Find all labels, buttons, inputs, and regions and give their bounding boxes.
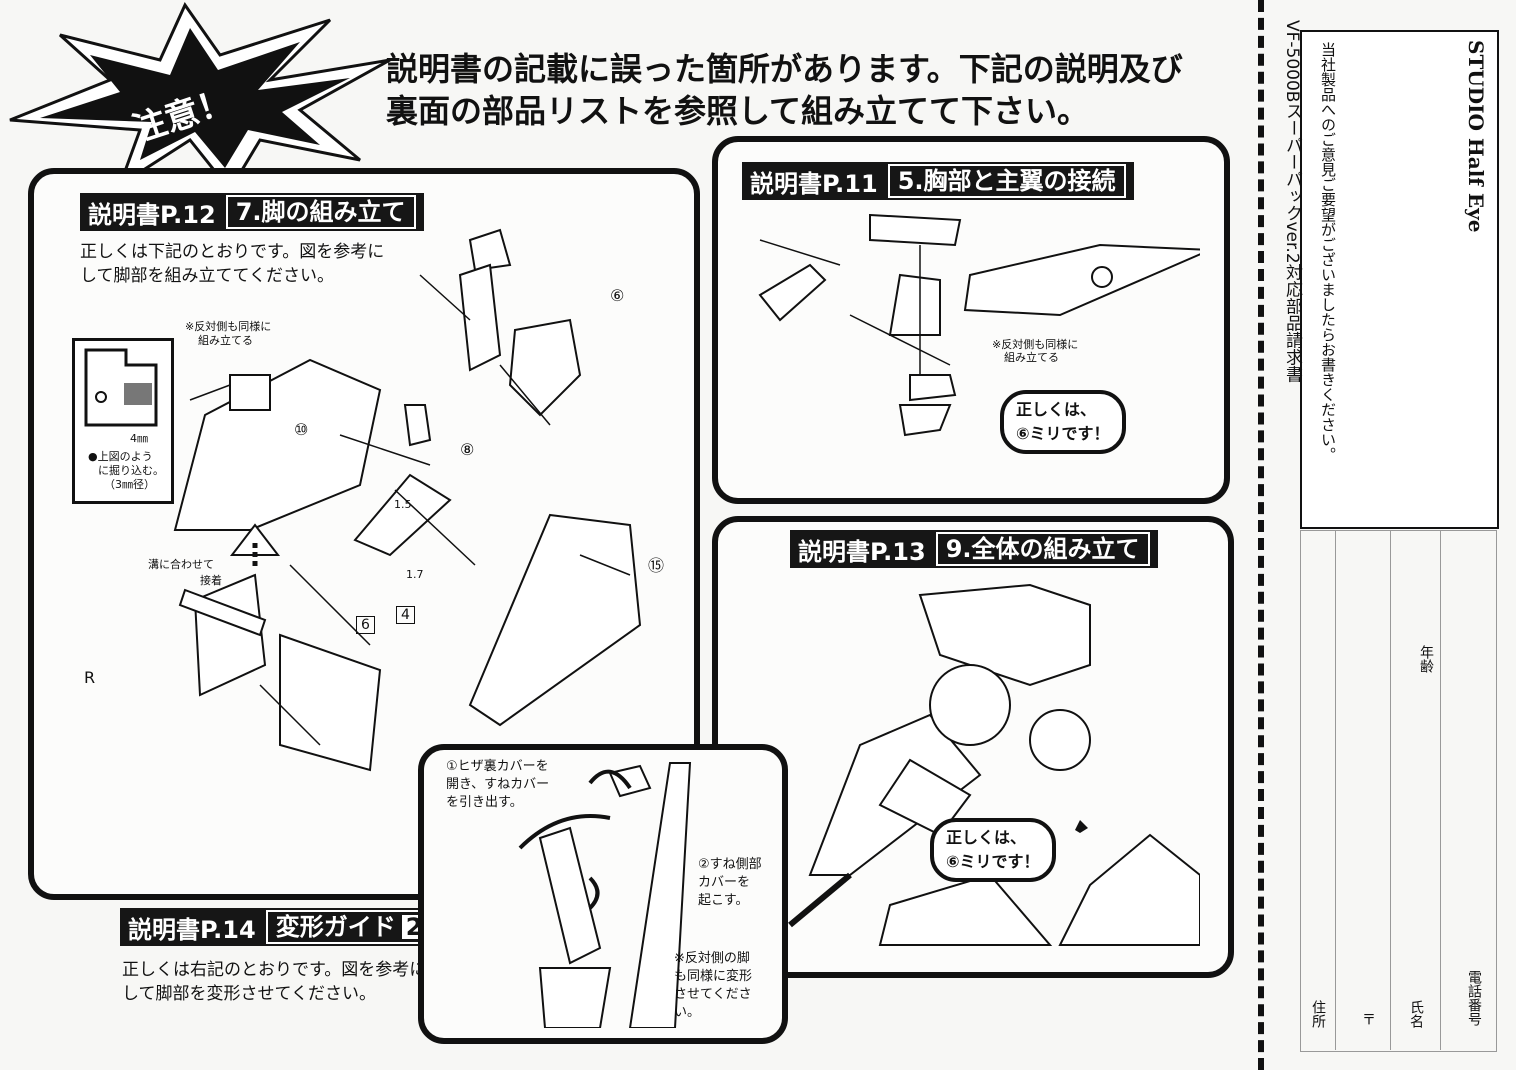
note-line-b: も同様に変形: [674, 969, 753, 984]
p12-desc-1: 正しくは下記のとおりです。図を参考に: [80, 242, 385, 262]
note-line-c: させてくださ: [674, 987, 752, 1002]
form-brand: STUDIO Half Eye: [1464, 40, 1488, 233]
p11-note-1: ※反対側も同様に: [992, 338, 1079, 351]
panel-p11-header: 説明書P.11 5.胸部と主翼の接続: [742, 162, 1134, 200]
note-line-d: い。: [674, 1005, 701, 1020]
step2-line-b: カバーを: [698, 875, 751, 890]
divider: [1390, 530, 1391, 1050]
part-label: 4: [396, 606, 415, 624]
step-title: 9.全体の組み立て: [935, 532, 1150, 566]
part-label: 6: [356, 616, 375, 634]
p13-correction-callout: 正しくは、 ⑥ミリです！: [930, 818, 1056, 882]
note-line-a: ※反対側の脚: [674, 951, 750, 966]
form-label-phone: 電話番号: [1466, 970, 1482, 1026]
divider: [1335, 530, 1336, 1050]
form-title: VF-5000Bスーパーパックver.2対応部品請求書: [1282, 20, 1302, 383]
p12-note-2: 組み立てる: [198, 334, 253, 347]
panel-p13-header: 説明書P.13 9.全体の組み立て: [790, 530, 1158, 568]
step2-line-a: ②すね側部: [698, 857, 762, 872]
part-label: ⑩: [294, 420, 309, 439]
callout-line-1: 正しくは、: [1016, 400, 1097, 419]
page-ref: 説明書P.12: [88, 200, 216, 229]
parts-request-form: STUDIO Half Eye VF-5000Bスーパーパックver.2対応部品…: [1240, 0, 1516, 1070]
inset-note-1: ●上図のよう: [88, 450, 153, 463]
form-label-address: 住所: [1310, 1000, 1326, 1028]
step1-line-a: ①ヒザ裏カバーを: [446, 759, 549, 774]
part-label: ⑮: [648, 556, 665, 575]
p11-correction-callout: 正しくは、 ⑥ミリです！: [1000, 390, 1126, 454]
step1-line-c: を引き出す。: [446, 795, 523, 810]
side-label-r: R: [84, 668, 96, 687]
panel-p12-header: 説明書P.12 7.脚の組み立て: [80, 193, 424, 231]
p12-note-1: ※反対側も同様に: [185, 320, 272, 333]
notice-line-1: 説明書の記載に誤った箇所があります。下記の説明及び: [386, 50, 1183, 88]
form-prompt: 当社製品へのご意見ご要望がございましたらお書きください。: [1319, 42, 1337, 462]
part-label: 1.5: [394, 498, 412, 511]
notice-burst: [9, 1, 391, 193]
inset-note-2: に掘り込む。: [98, 464, 164, 477]
callout-line-2: ⑥ミリです！: [1016, 424, 1110, 443]
step-title: 7.脚の組み立て: [225, 195, 416, 229]
comment-box: [1300, 530, 1497, 1052]
callout-line-2: ⑥ミリです！: [946, 852, 1040, 871]
step-title-text: 変形ガイド: [275, 913, 396, 941]
page-ref: 説明書P.11: [750, 169, 878, 198]
page-ref: 説明書P.13: [798, 537, 926, 566]
form-label-age: 年齢: [1418, 645, 1434, 673]
chest-wing-diagram: [758, 213, 1200, 437]
step1-line-b: 開き、すねカバー: [446, 777, 550, 792]
groove-note-1: 溝に合わせて: [148, 558, 214, 571]
inset-part-drawing: [84, 348, 158, 427]
step-title: 5.胸部と主翼の接続: [887, 164, 1126, 198]
full-assembly-diagram: [788, 583, 1200, 946]
cut-line: [1258, 0, 1264, 1070]
p12-desc-2: して脚部を組み立ててください。: [80, 266, 334, 286]
step2-line-c: 起こす。: [698, 893, 749, 908]
part-label: 1.7: [406, 568, 424, 581]
inset-dim: 4㎜: [130, 432, 148, 445]
form-label-postal: 〒: [1360, 1012, 1376, 1026]
groove-note-2: 接着: [200, 574, 222, 587]
page-ref: 説明書P.14: [128, 915, 256, 944]
p14-desc-2: して脚部を変形させてください。: [122, 984, 376, 1004]
p14-desc-1: 正しくは右記のとおりです。図を参考に: [122, 960, 427, 980]
p11-note-2: 組み立てる: [1004, 351, 1059, 364]
form-header-box: [1300, 30, 1499, 529]
form-label-name: 氏名: [1408, 1000, 1424, 1028]
inset-note-3: （3㎜径）: [104, 478, 155, 491]
transform-leg-drawing: [518, 762, 692, 1028]
divider: [1440, 530, 1441, 1050]
leg-assembly-diagram: [173, 228, 642, 772]
part-label: ⑧: [460, 440, 475, 459]
callout-line-1: 正しくは、: [946, 828, 1027, 847]
part-label: ⑥: [610, 286, 625, 305]
notice-line-2: 裏面の部品リストを参照して組み立てて下さい。: [386, 92, 1090, 130]
